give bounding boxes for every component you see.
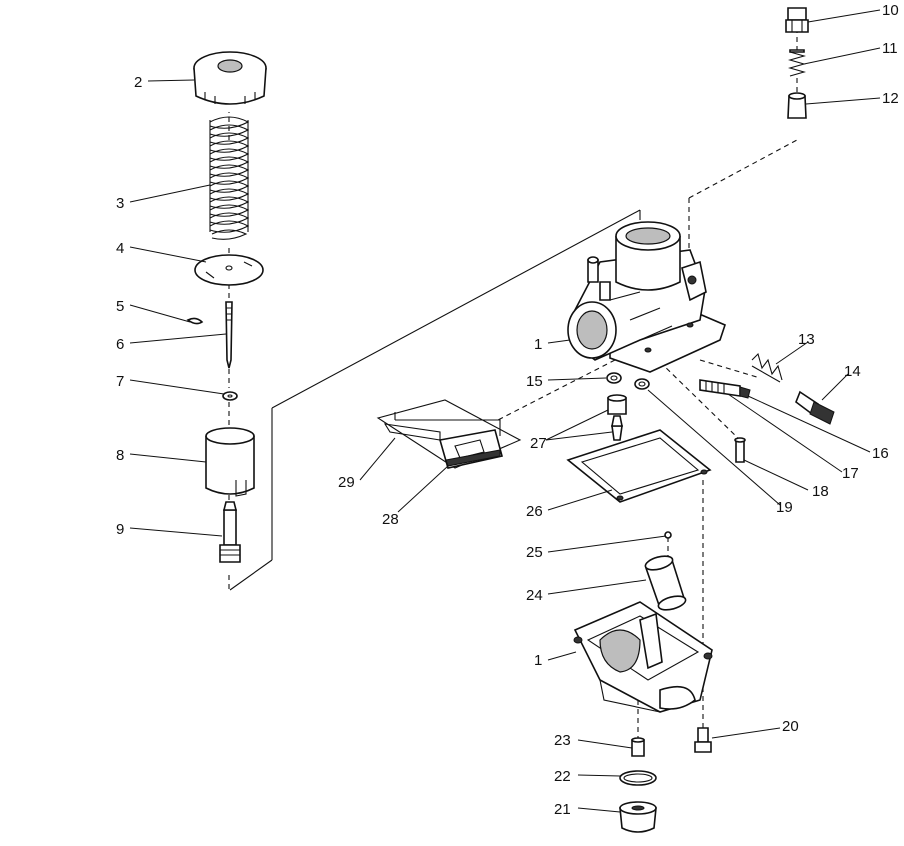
callout-26: 26 [526, 503, 543, 520]
callout-labels: 2 3 4 5 6 7 8 9 10 11 12 13 14 15 16 17 … [116, 2, 899, 818]
callout-28: 28 [382, 511, 399, 528]
callout-11: 11 [882, 40, 898, 57]
callout-24: 24 [526, 587, 543, 604]
callout-20: 20 [782, 718, 799, 735]
callout-7: 7 [116, 373, 124, 390]
callout-10: 10 [882, 2, 899, 19]
part-10-fitting [785, 7, 809, 33]
callout-15: 15 [526, 373, 543, 390]
callout-27: 27 [530, 435, 547, 452]
part-24-float [644, 555, 687, 611]
part-16-screw [699, 379, 751, 399]
callout-25: 25 [526, 544, 543, 561]
part-23-jet [631, 737, 645, 757]
part-18-screw [734, 437, 746, 463]
part-5-clip [186, 317, 204, 325]
part-13-spring [751, 352, 783, 383]
callout-19: 19 [776, 499, 793, 516]
callout-6: 6 [116, 336, 124, 353]
leader-lines [129, 9, 881, 813]
callout-1-body: 1 [534, 336, 542, 353]
part-22-o-ring [619, 770, 657, 786]
callout-1-bowl: 1 [534, 652, 542, 669]
callout-9: 9 [116, 521, 124, 538]
part-26-gasket [566, 429, 712, 503]
callout-3: 3 [116, 195, 124, 212]
callout-4: 4 [116, 240, 124, 257]
part-14-screw [795, 390, 835, 425]
part-6-needle [225, 301, 233, 369]
part-21-plug [619, 801, 657, 833]
part-28-gasket [438, 429, 503, 469]
part-9-jet [219, 501, 241, 563]
part-20-bolt [694, 727, 712, 753]
part-27-needle-seat [607, 394, 627, 441]
part-1-carburetor-body [567, 221, 726, 373]
part-12-nut [787, 92, 807, 119]
callout-13: 13 [798, 331, 815, 348]
part-19-washer [634, 378, 650, 390]
part-1-float-bowl [573, 601, 713, 713]
callout-8: 8 [116, 447, 124, 464]
callout-5: 5 [116, 298, 124, 315]
part-7-washer [222, 391, 238, 401]
callout-17: 17 [842, 465, 859, 482]
callout-23: 23 [554, 732, 571, 749]
part-8-throttle-slide [205, 427, 255, 497]
part-2-cap [193, 51, 267, 105]
callout-2: 2 [134, 74, 142, 91]
part-25-pin [664, 531, 672, 539]
callout-14: 14 [844, 363, 861, 380]
part-29-plate [383, 423, 441, 441]
part-11-spring [787, 49, 807, 77]
part-15-washer [606, 372, 622, 384]
part-4-plate [194, 254, 264, 286]
callout-16: 16 [872, 445, 889, 462]
callout-12: 12 [882, 90, 899, 107]
part-3-spring [209, 116, 250, 240]
callout-18: 18 [812, 483, 829, 500]
callout-21: 21 [554, 801, 571, 818]
callout-29: 29 [338, 474, 355, 491]
callout-22: 22 [554, 768, 571, 785]
